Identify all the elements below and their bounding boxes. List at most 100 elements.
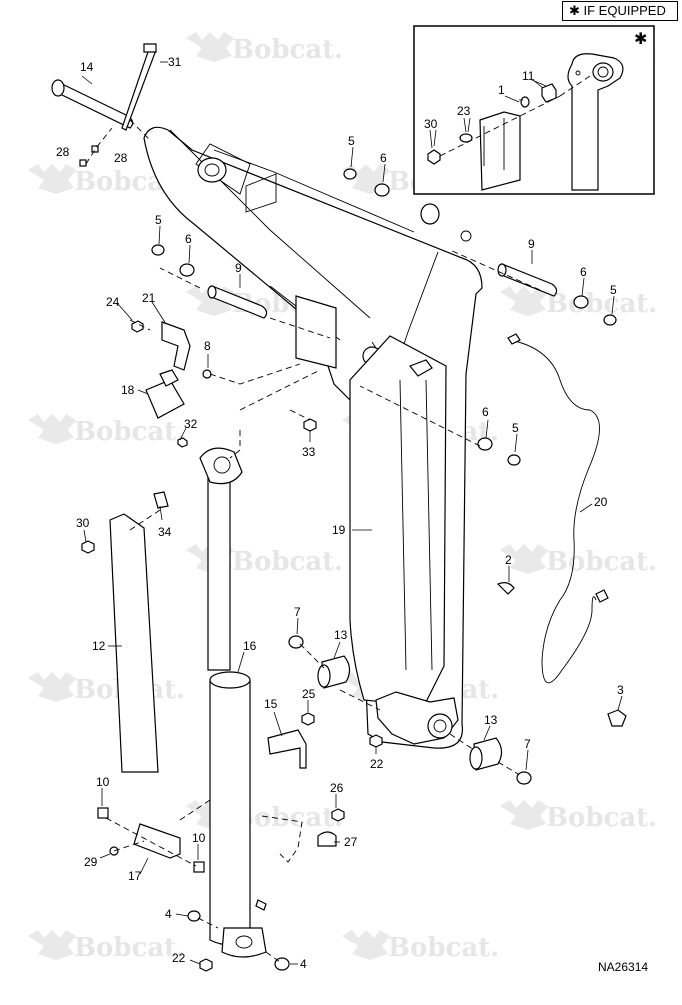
callout-6d: 6 [482,405,489,419]
cylinder-rod [207,469,231,671]
callout-15: 15 [264,697,278,711]
cylinder-port [255,899,267,911]
callouts: 14 31 28 28 5 6 5 6 9 9 6 5 24 21 8 18 3… [56,55,624,971]
callout-29: 29 [84,855,98,869]
watermark-11: Bobcat. [28,672,185,705]
callout-24: 24 [106,295,120,309]
watermark-16: Bobcat. [342,930,499,963]
fitting-22b [199,958,213,972]
block-10a [97,807,109,819]
callout-9b: 9 [528,237,535,251]
callout-8: 8 [204,339,211,353]
callout-30b: 30 [424,117,438,131]
if-equipped-legend: ✱ IF EQUIPPED [562,1,678,21]
callout-1: 1 [498,83,505,97]
ring-5c [603,314,617,326]
callout-20: 20 [594,495,608,509]
rings [151,168,617,971]
callout-13a: 13 [334,628,348,642]
callout-2: 2 [505,553,512,567]
ring-5a [343,168,357,180]
callout-11: 11 [522,69,535,83]
bolt-25 [301,712,315,726]
bushing-13-lower [469,737,503,771]
callout-16: 16 [243,639,257,653]
callout-10b: 10 [192,831,206,845]
inset-marker: ✱ [634,31,647,48]
cap-3 [607,709,627,727]
callout-34: 34 [158,525,172,539]
bolt-31 [121,43,157,131]
watermark-text: Bobcat. [546,803,657,833]
watermark-text: Bobcat. [546,289,657,319]
callout-22b: 22 [172,951,186,965]
callout-10a: 10 [96,775,110,789]
watermark-text: Bobcat. [232,547,343,577]
sensor-18 [145,369,185,419]
arm-tip-bore [427,713,453,739]
callout-32: 32 [184,417,198,431]
pin-9-left [207,285,268,319]
sensor-18-body [145,379,185,419]
ring-6b [179,263,195,277]
callout-26: 26 [330,781,344,795]
ring-4a [187,910,201,922]
bolt-24 [131,320,144,333]
bolt-inset [427,149,441,165]
watermark-1: Bobcat. [186,32,343,65]
callout-28b: 28 [114,151,128,165]
cylinder-mount-plate [295,295,337,369]
callout-6b: 6 [185,232,192,246]
ring-5d [507,454,521,466]
watermark-14: Bobcat. [500,800,657,833]
callout-18: 18 [121,383,135,397]
washer-inset [459,133,473,143]
callout-28a: 28 [56,145,70,159]
pin-14-end [51,79,65,97]
assembly-lines [105,119,541,963]
nut-8 [202,369,212,379]
callout-33: 33 [302,445,316,459]
harness-20 [509,339,600,684]
callout-27: 27 [344,835,358,849]
ring-7a [288,635,304,649]
stick-arm-19 [143,126,483,749]
block-10b [193,861,205,873]
bushing-13-upper [317,655,351,689]
seal-inset [520,96,530,108]
callout-5a: 5 [348,134,355,148]
callout-14: 14 [80,60,94,74]
callout-22a: 22 [370,757,384,771]
bracket-17 [133,823,181,859]
callout-5c: 5 [610,283,617,297]
clamp-27 [317,831,337,847]
inset-detail: ✱ [413,25,655,195]
pin-14-body [54,81,134,129]
callout-7b: 7 [524,737,531,751]
callout-12: 12 [92,639,106,653]
watermark-text: Bobcat. [546,547,657,577]
watermark-10: Bobcat. [500,544,657,577]
shim-28 [79,127,113,167]
cylinder-16 [199,447,267,958]
pin-9-right [497,263,558,297]
fitting-22a [369,734,383,748]
callout-4b: 4 [300,957,307,971]
callout-13b: 13 [484,713,498,727]
pin-14 [51,79,134,129]
callout-3: 3 [617,683,624,697]
pin-bore-inset [592,62,614,82]
stick-end-inset [567,53,624,191]
callout-19: 19 [332,523,346,537]
bracket-21 [161,321,191,371]
watermark-7: Bobcat. [28,414,185,447]
bracket-21-body [161,321,191,371]
guard-plate-12 [109,513,159,773]
bolt-31-shank [121,45,157,131]
watermark-text: Bobcat. [74,933,185,963]
cylinder-barrel [209,679,251,946]
arm-lower [349,335,447,707]
callout-5d: 5 [512,421,519,435]
bushing-inset [541,83,557,103]
